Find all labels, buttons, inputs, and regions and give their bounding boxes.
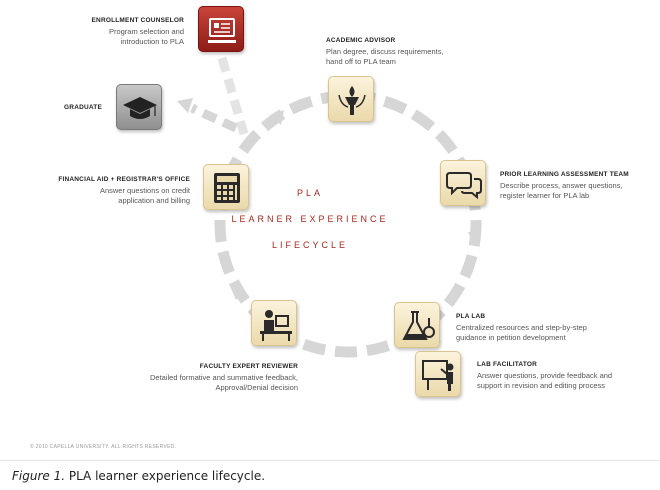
reviewer-desc2: Approval/Denial decision xyxy=(215,383,298,392)
facilitator-desc1: Answer questions, provide feedback and xyxy=(477,371,613,380)
financial-label: FINANCIAL AID + REGISTRAR'S OFFICE Answe… xyxy=(30,175,190,206)
graduate-tile xyxy=(116,84,162,130)
advisor-tile xyxy=(328,76,374,122)
arrow-right-down xyxy=(468,232,481,246)
financial-title: FINANCIAL AID + REGISTRAR'S OFFICE xyxy=(58,176,190,183)
advisor-desc1: Plan degree, discuss requirements, xyxy=(326,47,444,56)
graduate-branch xyxy=(190,103,238,133)
center-title-line1: PLA xyxy=(296,188,323,198)
arrow-to-graduate xyxy=(177,98,193,113)
assessment-tile xyxy=(440,160,486,206)
torch-icon xyxy=(338,86,366,115)
advisor-desc2: hand off to PLA team xyxy=(326,57,396,66)
facilitator-title: LAB FACILITATOR xyxy=(477,361,538,368)
enrollment-label: ENROLLMENT COUNSELOR Program selection a… xyxy=(40,16,184,47)
arrow-lower-left xyxy=(230,286,244,300)
financial-tile xyxy=(203,164,249,210)
reviewer-title: FACULTY EXPERT REVIEWER xyxy=(199,363,298,370)
graduation-cap-icon xyxy=(123,97,157,119)
enrollment-tile xyxy=(198,6,244,52)
teacher-board-icon xyxy=(422,360,454,391)
facilitator-label: LAB FACILITATOR Answer questions, provid… xyxy=(477,360,647,391)
graduate-label: GRADUATE xyxy=(40,103,102,114)
figure-caption: Figure 1. PLA learner experience lifecyc… xyxy=(12,469,265,483)
assessment-desc1: Describe process, answer questions, xyxy=(500,181,623,190)
reviewer-label: FACULTY EXPERT REVIEWER Detailed formati… xyxy=(100,362,298,393)
lab-desc2: guidance in petition development xyxy=(456,333,566,342)
ring-path xyxy=(214,90,482,358)
caption-text: PLA learner experience lifecycle. xyxy=(65,469,266,483)
enrollment-branch xyxy=(217,56,249,136)
flask-icon xyxy=(402,311,435,340)
facilitator-desc2: support in revision and editing process xyxy=(477,381,605,390)
desk-reviewer-icon xyxy=(260,310,292,341)
reviewer-desc1: Detailed formative and summative feedbac… xyxy=(150,373,298,382)
center-title-line2: LEARNER EXPERIENCE xyxy=(231,214,389,224)
lab-label: PLA LAB Centralized resources and step-b… xyxy=(456,312,636,343)
lab-title: PLA LAB xyxy=(456,313,486,320)
advisor-title: ACADEMIC ADVISOR xyxy=(326,37,396,44)
financial-desc1: Answer questions on credit xyxy=(99,186,190,195)
caption-label: Figure 1. xyxy=(12,469,66,483)
enrollment-desc2: introduction to PLA xyxy=(120,37,184,46)
advisor-label: ACADEMIC ADVISOR Plan degree, discuss re… xyxy=(326,36,496,67)
assessment-title: PRIOR LEARNING ASSESSMENT TEAM xyxy=(500,171,629,178)
center-title-line3: LIFECYCLE xyxy=(271,240,349,250)
calculator-icon xyxy=(214,173,240,203)
enrollment-desc1: Program selection and xyxy=(108,27,184,36)
lab-desc1: Centralized resources and step-by-step xyxy=(456,323,587,332)
enrollment-title: ENROLLMENT COUNSELOR xyxy=(91,17,184,24)
presentation-board-icon xyxy=(208,18,236,43)
lab-tile xyxy=(394,302,440,348)
financial-desc2: application and billing xyxy=(118,196,190,205)
facilitator-tile xyxy=(415,351,461,397)
reviewer-tile xyxy=(251,300,297,346)
speech-bubbles-icon xyxy=(446,172,482,200)
copyright-text: © 2010 CAPELLA UNIVERSITY. ALL RIGHTS RE… xyxy=(30,444,177,450)
arrow-upper-left xyxy=(270,110,284,125)
caption-bar xyxy=(0,460,660,490)
graduate-title: GRADUATE xyxy=(64,104,102,111)
lifecycle-ring xyxy=(177,56,482,358)
assessment-label: PRIOR LEARNING ASSESSMENT TEAM Describe … xyxy=(500,170,650,201)
assessment-desc2: register learner for PLA lab xyxy=(500,191,590,200)
